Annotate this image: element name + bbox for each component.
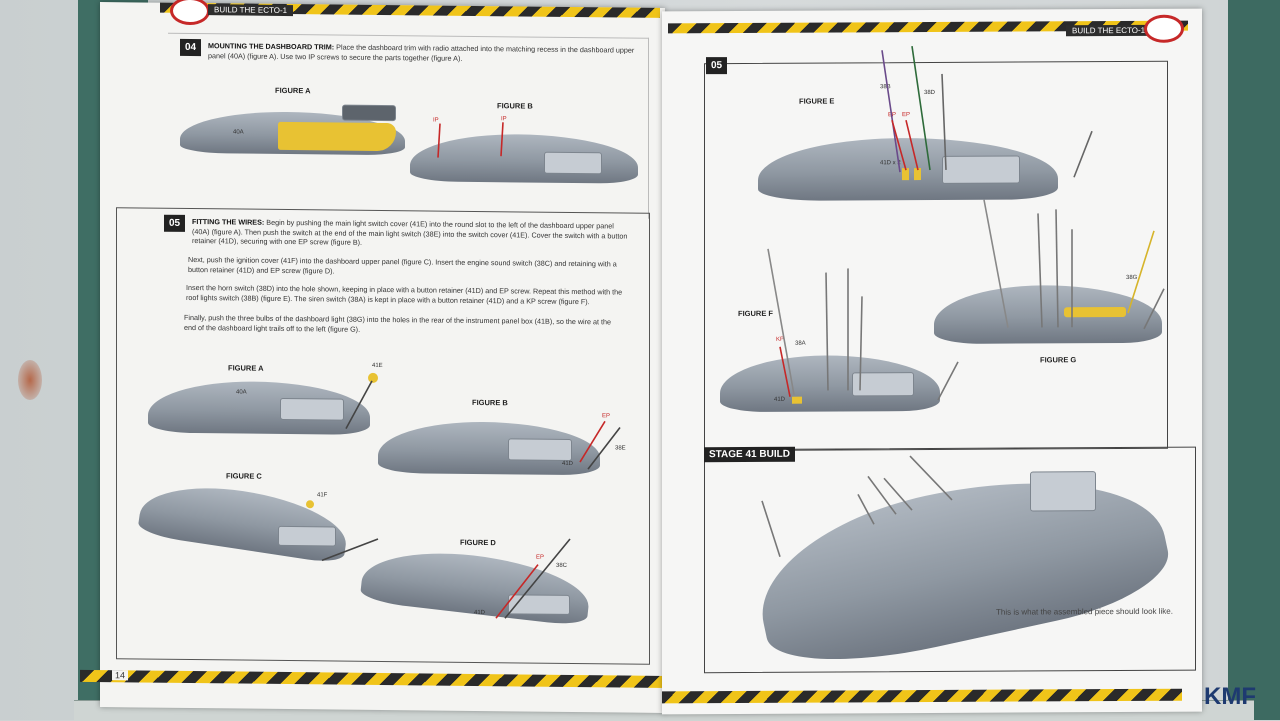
right-wires	[767, 45, 1165, 401]
page-number: 14	[112, 670, 129, 681]
stage-wires	[761, 455, 953, 558]
left-page: BUILD THE ECTO-1 04 MOUNTING THE DASHBOA…	[80, 0, 665, 713]
mat-border-right	[1228, 0, 1280, 720]
rust-stain	[18, 360, 42, 400]
kmf-watermark: KMF	[1204, 683, 1256, 710]
right-page: BUILD THE ECTO-1 05 FIGURE E 38B 38D EP …	[662, 8, 1202, 715]
svg-text:KMF: KMF	[1204, 683, 1256, 710]
left-wires	[321, 122, 621, 619]
